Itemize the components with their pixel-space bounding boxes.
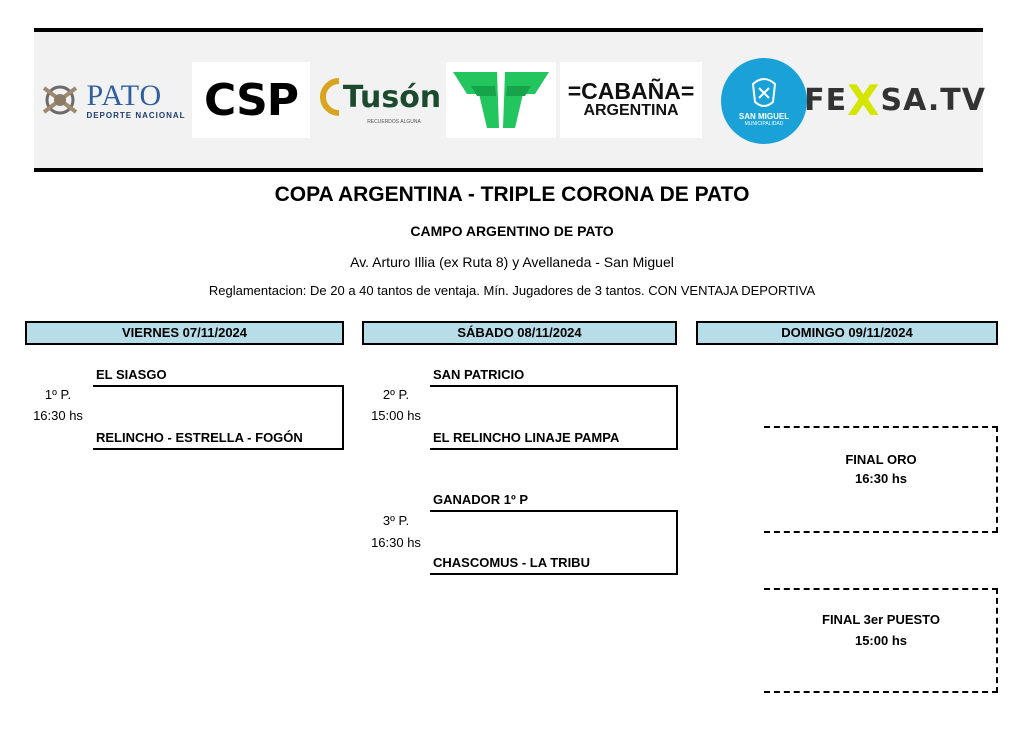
- horseshoe-icon: [319, 78, 340, 116]
- match1-label: 1º P.: [44, 387, 72, 402]
- ff-wings-logo-icon: [453, 72, 549, 128]
- match3-bracket: [430, 510, 678, 575]
- match3-team-b: CHASCOMUS - LA TRIBU: [433, 555, 590, 570]
- match2-team-b: EL RELINCHO LINAJE PAMPA: [433, 430, 620, 445]
- final-gold-label: FINAL ORO: [845, 452, 917, 467]
- final-gold-time: 16:30 hs: [854, 471, 908, 486]
- final-third-box: [764, 588, 998, 693]
- tuson-logo: Tusón RECUERDOS ALGUNA: [316, 62, 442, 138]
- day-header-saturday: SÁBADO 08/11/2024: [362, 321, 677, 345]
- san-miguel-crest-icon: [751, 77, 777, 107]
- csp-logo: CSP: [192, 62, 310, 138]
- cabana-logo: =CABAÑA= ARGENTINA: [560, 62, 702, 138]
- final-third-label: FINAL 3er PUESTO: [822, 612, 940, 627]
- sponsor-banner: PATO DEPORTE NACIONAL CSP Tusón RECUERDO…: [34, 28, 985, 172]
- venue-address: Av. Arturo Illia (ex Ruta 8) y Avellaned…: [350, 254, 674, 270]
- fexsa-logo: FE X SA.TV: [804, 62, 985, 138]
- san-miguel-logo: SAN MIGUEL MUNICIPALIDAD: [714, 56, 814, 146]
- rules-text: Reglamentacion: De 20 a 40 tantos de ven…: [208, 283, 816, 298]
- san-miguel-name: SAN MIGUEL: [738, 111, 790, 121]
- match1-bracket: [93, 385, 344, 450]
- fexsa-prefix: FE: [804, 82, 848, 118]
- day-header-sunday: DOMINGO 09/11/2024: [696, 321, 998, 345]
- final-gold-box: [764, 426, 998, 533]
- pato-logo: PATO DEPORTE NACIONAL: [38, 62, 188, 138]
- day-header-friday: VIERNES 07/11/2024: [25, 321, 344, 345]
- match2-team-a: SAN PATRICIO: [433, 367, 525, 382]
- fexsa-x: X: [847, 75, 881, 125]
- match3-team-a: GANADOR 1º P: [433, 492, 529, 507]
- match2-time: 15:00 hs: [371, 408, 421, 423]
- venue-name: CAMPO ARGENTINO DE PATO: [410, 223, 614, 239]
- ff-logo: [446, 62, 556, 138]
- fexsa-suffix: SA.TV: [880, 82, 986, 118]
- tuson-tagline: RECUERDOS ALGUNA: [367, 119, 421, 125]
- match1-team-b: RELINCHO - ESTRELLA - FOGÓN: [96, 430, 303, 445]
- match3-time: 16:30 hs: [371, 535, 421, 550]
- pato-name: PATO: [86, 78, 163, 112]
- cabana-line2: ARGENTINA: [583, 102, 679, 119]
- match1-time: 16:30 hs: [33, 408, 83, 423]
- csp-name: CSP: [203, 74, 299, 126]
- san-miguel-tagline: MUNICIPALIDAD: [744, 120, 784, 127]
- page-title: COPA ARGENTINA - TRIPLE CORONA DE PATO: [274, 183, 750, 206]
- match3-label: 3º P.: [382, 513, 410, 528]
- cabana-line1: =CABAÑA=: [567, 78, 695, 104]
- match2-bracket: [430, 385, 678, 450]
- final-third-time: 15:00 hs: [854, 633, 908, 648]
- match2-label: 2º P.: [382, 387, 410, 402]
- pato-tagline: DEPORTE NACIONAL: [86, 110, 186, 120]
- pato-emblem-icon: [43, 85, 78, 115]
- tuson-name: Tusón: [342, 79, 442, 115]
- match1-team-a: EL SIASGO: [96, 367, 167, 382]
